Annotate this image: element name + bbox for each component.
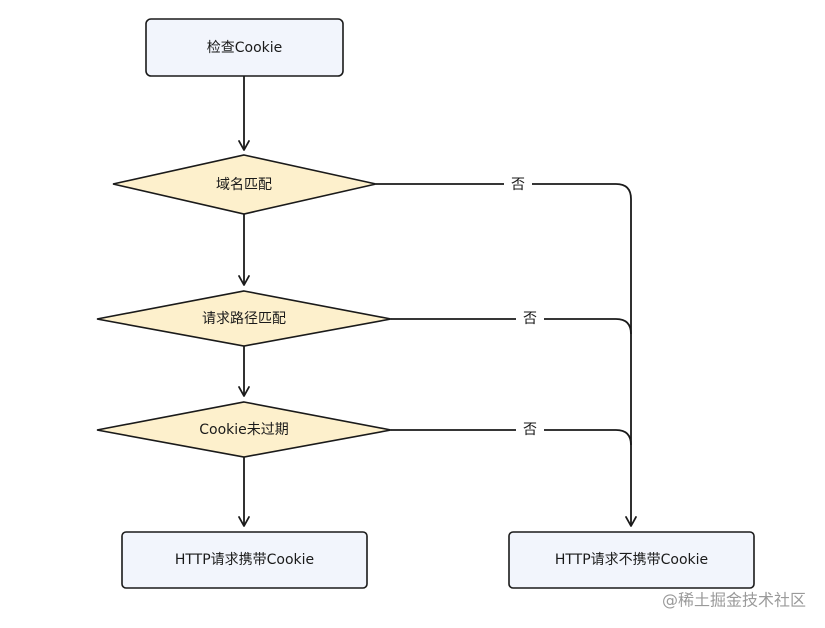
node-no-cookie: HTTP请求不携带Cookie [508,531,755,589]
edge-path-no [391,318,632,335]
node-domain-match-label: 域名匹配 [216,177,272,193]
node-send-cookie: HTTP请求携带Cookie [121,531,368,589]
edge-expiry-no [391,429,632,446]
watermark-text: @稀土掘金技术社区 [662,591,806,610]
node-domain-match: 域名匹配 [112,154,377,215]
node-check-cookie-label: 检查Cookie [207,40,283,56]
node-cookie-not-expired-label: Cookie未过期 [199,422,289,438]
edge-label-text: 否 [511,177,525,193]
node-path-match: 请求路径匹配 [96,290,392,347]
node-cookie-not-expired: Cookie未过期 [96,401,392,458]
node-send-cookie-label: HTTP请求携带Cookie [175,552,314,568]
node-path-match-label: 请求路径匹配 [202,311,286,327]
node-check-cookie: 检查Cookie [145,18,344,77]
edge-label-domain-no: 否 [504,175,532,195]
edge-domain-no [376,183,637,527]
node-no-cookie-label: HTTP请求不携带Cookie [555,552,708,568]
edge-label-path-no: 否 [516,309,544,329]
edge-label-text: 否 [523,422,537,438]
edge-label-expiry-no: 否 [516,420,544,440]
edge-label-text: 否 [523,311,537,327]
